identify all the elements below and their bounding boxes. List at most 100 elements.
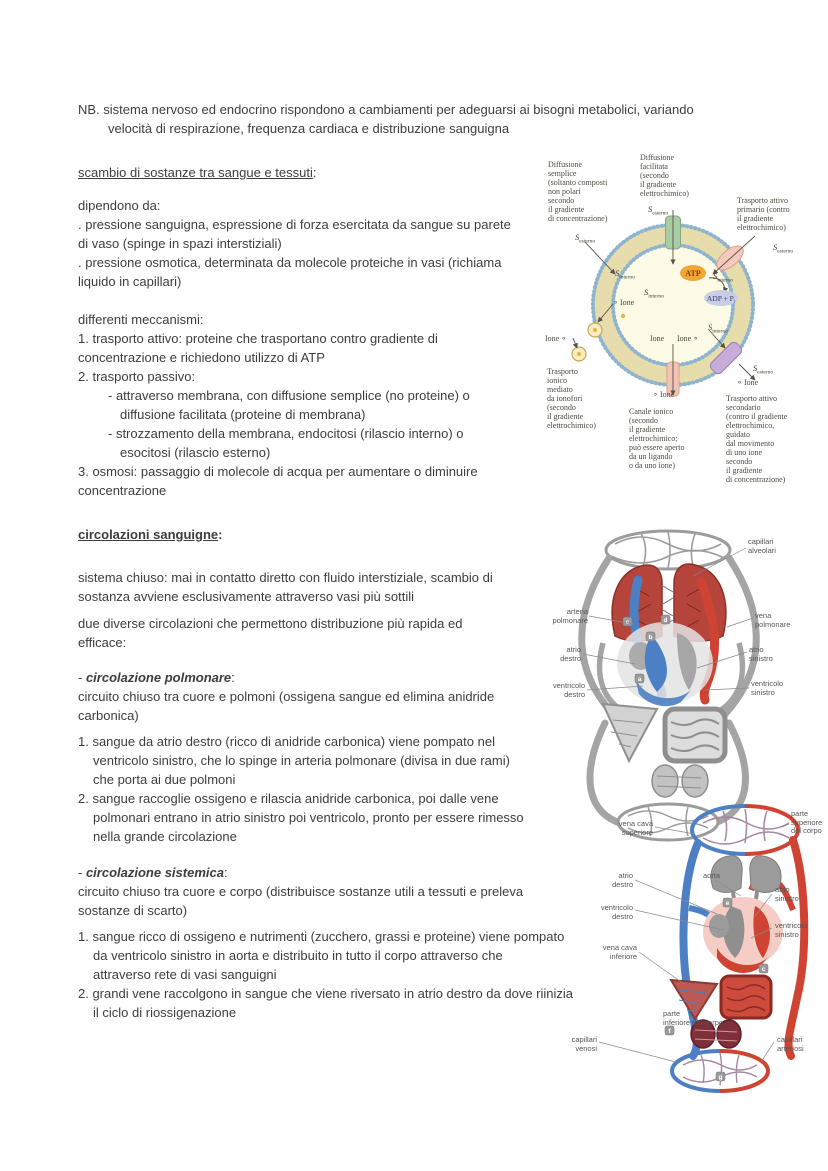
s-interno-left: Sinterno — [615, 268, 635, 281]
marker-b: b — [649, 634, 653, 641]
heart-blue-apex — [635, 678, 691, 707]
section2-heading-text: circolazioni sanguigne — [78, 527, 219, 542]
gray-lower-right — [707, 719, 749, 828]
marker-c2: c — [762, 966, 766, 973]
membrane-figure-art: ATP ADP + Pi — [571, 210, 756, 397]
pulmonary-title-colon: : — [231, 670, 235, 685]
ione-outside-left: Ione ∘ — [545, 334, 567, 343]
s-sub: esterno — [777, 248, 794, 255]
heart-chamber-gray — [723, 906, 745, 958]
ione-right: ∘ Ione — [737, 378, 759, 387]
atp-badge — [680, 265, 706, 281]
label-vena-cava-inferiore: vena cava inferiore — [602, 943, 637, 961]
membrane-transport-figure: ATP ADP + Pi Diffusione semplice (soltan… — [543, 152, 823, 497]
label-secondary-active-transport: Trasporto attivo secondario (contro il g… — [726, 394, 788, 484]
gray-lung-right — [749, 855, 782, 893]
s-interno-bottomright: Sinterno — [708, 322, 728, 335]
label-vena-polmonare: vena polmonare — [755, 611, 791, 629]
circulation-figure-art: c d b a — [578, 529, 809, 1093]
pulmonary-item2: 2. sangue raccoglie ossigeno e rilascia … — [78, 791, 524, 844]
s-interno-center: Sinterno — [644, 287, 664, 300]
gray-kidney-mesh — [656, 775, 702, 789]
mechanisms-sub1: - attraverso membrana, con diffusione se… — [108, 388, 470, 422]
alveolar-capillaries — [662, 585, 674, 627]
gray-lung-left — [710, 855, 743, 893]
label-parte-inferiore-del-corpo: parte inferiore del corpo — [663, 1009, 724, 1027]
label-ionophore-transport: Trasporto ionico mediato da ionofori (se… — [547, 367, 596, 430]
label-ventricolo-destro-systemic: ventricolo destro — [600, 903, 633, 921]
pulmonary-markers: c d b a — [622, 614, 671, 684]
s-esterno-bottomright: Sesterno — [753, 363, 773, 376]
s-symbol: S — [773, 242, 778, 252]
label-atrio-sinistro-systemic: atrio sinistro — [775, 885, 799, 903]
s-sub: esterno — [652, 210, 669, 217]
gray-organ-left-mesh — [610, 719, 644, 748]
s-sub: interno — [648, 293, 664, 300]
pulmonary-title: - circolazione polmonare: — [78, 668, 778, 687]
label-atrio-sinistro-pulmonary: atrio sinistro — [749, 645, 773, 663]
label-ion-channel: Canale ionico (secondo il gradiente elet… — [629, 407, 685, 470]
adp-label: ADP + Pi — [707, 294, 736, 305]
s-symbol: S — [708, 322, 713, 332]
label-aorta: aorta — [703, 871, 721, 880]
ione-below-channel: ∘ Ione — [653, 390, 675, 399]
marker-e: e — [726, 900, 730, 907]
systemic-markers: e c f g — [664, 897, 769, 1082]
s-sub: interno — [619, 274, 635, 281]
heart-chamber-gray-left — [709, 914, 729, 938]
red-organ-left — [669, 978, 719, 1021]
transport-arrows — [572, 210, 756, 396]
label-atrio-destro-pulmonary: atrio destro — [560, 645, 581, 663]
ione-bottom-center: Ione — [650, 334, 665, 343]
lower-body-mesh-red — [719, 1049, 771, 1093]
free-ion-dot — [620, 313, 626, 319]
label-vena-cava-superiore: vena cava superiore — [618, 819, 653, 837]
marker-f: f — [668, 1028, 671, 1035]
systemic-desc: circuito chiuso tra cuore e corpo (distr… — [78, 884, 524, 918]
section2-heading-colon: : — [218, 527, 223, 542]
red-intestine-coils — [726, 984, 766, 1013]
lower-body-mesh-blue — [669, 1049, 721, 1093]
marker-c: c — [626, 619, 630, 626]
gray-kidney-left — [651, 764, 679, 798]
alveolar-capillary-mesh — [604, 529, 732, 571]
label-capillari-venosi: capillari venosi — [571, 1035, 597, 1053]
s-sub: esterno — [757, 369, 774, 376]
dependencies-paragraph: dipendono da: . pressione sanguigna, esp… — [78, 198, 511, 289]
two-circulations-paragraph: due diverse circolazioni che permettono … — [78, 616, 463, 650]
section2-heading: circolazioni sanguigne: — [78, 525, 778, 544]
systemic-title-text: circolazione sistemica — [85, 865, 224, 880]
red-kidney-mesh — [694, 1029, 738, 1042]
label-ventricolo-sinistro-systemic: ventricolo sinistro — [775, 921, 808, 939]
upper-body-mesh-blue — [689, 804, 746, 856]
ionophore-ion-2 — [577, 352, 581, 356]
label-ventricolo-destro-pulmonary: ventricolo destro — [552, 681, 585, 699]
adp-badge — [704, 290, 738, 306]
gray-intestine-coils — [670, 718, 720, 752]
nb-note: NB. sistema nervoso ed endocrino rispond… — [78, 102, 694, 136]
adp-text: ADP + P — [707, 294, 734, 303]
gray-loop-left — [578, 554, 617, 718]
label-primary-active-transport: Trasporto attivo primario (contro il gra… — [737, 196, 790, 232]
gray-kidney-right — [681, 764, 709, 798]
marker-g: g — [719, 1074, 723, 1081]
heart-red-flow — [753, 906, 770, 958]
s-sub: interno — [712, 328, 728, 335]
text-column: NB. sistema nervoso ed endocrino rispond… — [78, 100, 778, 1022]
section1-heading-text: scambio di sostanze tra sangue e tessuti — [78, 165, 313, 180]
heart-chamber-right-gray — [677, 633, 697, 690]
label-facilitated-diffusion: Diffusione facilitata (secondo il gradie… — [640, 153, 689, 198]
mechanisms-osmosis: 3. osmosi: passaggio di molecole di acqu… — [78, 464, 478, 498]
label-capillari-arteriosi: capillari arteriosi — [777, 1035, 804, 1053]
aorta-descending-vessel — [784, 836, 809, 1060]
label-atrio-destro-systemic: atrio destro — [612, 871, 633, 889]
s-interno-right: Sinterno — [713, 271, 733, 284]
systemic-leaders — [598, 823, 790, 1063]
upper-body-mesh-red — [744, 804, 801, 856]
ione-inside-left: ∘ Ione — [613, 298, 635, 307]
mesh-lattice-top — [610, 531, 725, 569]
s-symbol: S — [753, 363, 758, 373]
s-symbol: S — [644, 287, 649, 297]
adp-sub: i — [734, 300, 736, 305]
